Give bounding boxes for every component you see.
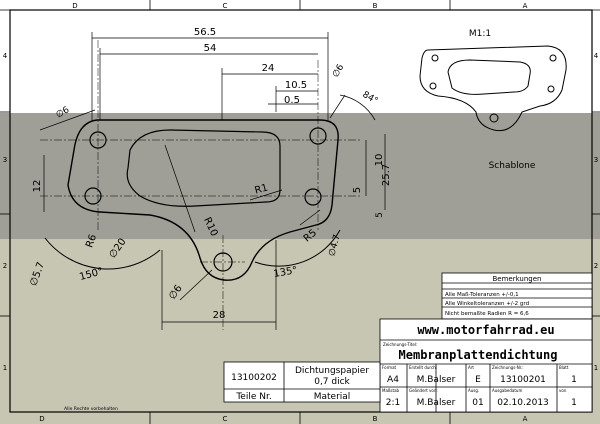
tb-label-of: von bbox=[559, 388, 567, 393]
preview-hole-2 bbox=[549, 54, 557, 62]
arc-135deg bbox=[254, 229, 341, 267]
gasket-outline bbox=[67, 119, 339, 281]
title-block-frame bbox=[379, 318, 593, 413]
tb-label-drawing-no: Zeichnungs-Nr.: bbox=[492, 365, 524, 370]
website-url[interactable]: www.motorfahrrad.eu bbox=[417, 323, 554, 337]
zone-left-4: 4 bbox=[3, 52, 8, 60]
tb-value-type: E bbox=[475, 375, 481, 385]
tb-value-scale: 2:1 bbox=[386, 398, 400, 408]
tb-label-format: Format bbox=[382, 365, 397, 370]
preview-outline bbox=[419, 45, 567, 132]
template-label: Schablone bbox=[489, 161, 536, 171]
tb-label-created-by: Erstellt durch: bbox=[409, 365, 437, 370]
zone-left-3: 3 bbox=[3, 156, 7, 164]
tb-value-issue-date: 02.10.2013 bbox=[497, 398, 549, 408]
tb-label-scale: Maßstab bbox=[382, 388, 400, 393]
drawing-title: Membranplattendichtung bbox=[399, 348, 558, 362]
zone-top-C: C bbox=[223, 2, 228, 10]
drawing-title-label: Zeichnungs-Titel: bbox=[383, 342, 417, 347]
zone-bottom-C: C bbox=[223, 415, 228, 423]
tb-label-issue-date: Ausgabedatum bbox=[492, 388, 522, 393]
zone-top-B: B bbox=[373, 2, 378, 10]
dim-R6-left: R6 bbox=[84, 233, 99, 249]
overlay-upper-band bbox=[0, 113, 600, 239]
zone-right-2: 2 bbox=[594, 262, 598, 270]
tb-label-sheet: Blatt bbox=[559, 365, 569, 370]
tb-value-of: 1 bbox=[571, 398, 577, 408]
dim-0-5: 0.5 bbox=[284, 95, 300, 106]
remarks-line-1: Alle Maß-Toleranzen +/-0,1 bbox=[445, 292, 519, 298]
tb-value-issue: 01 bbox=[472, 398, 483, 408]
tb-value-created-by: M.Balser bbox=[417, 375, 456, 385]
arc-150deg bbox=[44, 237, 161, 270]
tb-label-issue: Ausg. bbox=[468, 388, 479, 393]
zone-bottom-D: D bbox=[39, 415, 44, 423]
arc-84deg bbox=[339, 94, 376, 121]
zone-top-A: A bbox=[523, 2, 528, 10]
dim-54: 54 bbox=[204, 43, 217, 54]
tb-value-format: A4 bbox=[387, 375, 399, 385]
dim-5-right: 5 bbox=[375, 212, 385, 218]
zone-bottom-A: A bbox=[523, 415, 528, 423]
dim-R1: R1 bbox=[254, 183, 270, 197]
dim-25-7: 25.7 bbox=[381, 164, 392, 186]
dim-12: 12 bbox=[32, 180, 43, 193]
hole-bottom-right bbox=[304, 188, 322, 206]
zone-left-2: 2 bbox=[3, 262, 7, 270]
tb-value-drawing-no: 13100201 bbox=[500, 375, 546, 385]
center-lines bbox=[40, 40, 360, 330]
scale-label: M1:1 bbox=[469, 29, 491, 39]
inner-window bbox=[126, 129, 281, 207]
dim-10-5: 10.5 bbox=[285, 80, 307, 91]
remarks-title: Bemerkungen bbox=[492, 275, 541, 283]
copyright-note: Alle Rechte vorbehalten bbox=[64, 406, 118, 412]
preview-hole-3 bbox=[429, 82, 437, 90]
dimension-lines bbox=[39, 32, 386, 330]
remarks-line-2: Alle Winkeltoleranzen +/-2 grd bbox=[445, 301, 529, 307]
zone-top-D: D bbox=[72, 2, 77, 10]
tb-label-changed-by: Geändert von: bbox=[409, 388, 438, 393]
dim-24: 24 bbox=[262, 63, 275, 74]
dim-56-5: 56.5 bbox=[194, 27, 216, 38]
remarks-line-3: Nicht bemaßte Radien R = 6,6 bbox=[445, 311, 529, 317]
tb-label-type: Art bbox=[468, 365, 474, 370]
dim-10: 10 bbox=[374, 154, 385, 167]
material-line-2: 0,7 dick bbox=[314, 377, 350, 387]
preview-hole-5 bbox=[489, 113, 499, 123]
zone-bottom-B: B bbox=[373, 415, 378, 423]
part-number: 13100202 bbox=[231, 373, 277, 383]
dim-28: 28 bbox=[213, 310, 226, 321]
part-number-header: Teile Nr. bbox=[235, 392, 271, 402]
zone-right-4: 4 bbox=[594, 52, 599, 60]
zone-left-1: 1 bbox=[3, 364, 7, 372]
tb-value-changed-by: M.Balser bbox=[417, 398, 456, 408]
zone-right-3: 3 bbox=[594, 156, 598, 164]
tb-value-sheet: 1 bbox=[571, 375, 577, 385]
zone-right-1: 1 bbox=[594, 364, 598, 372]
preview-hole-1 bbox=[431, 54, 439, 62]
dim-5: 5 bbox=[352, 187, 363, 193]
preview-hole-4 bbox=[547, 85, 555, 93]
material-line-1: Dichtungspapier bbox=[295, 366, 369, 376]
dim-135deg: 135° bbox=[273, 265, 299, 280]
parts-list-frame bbox=[223, 361, 381, 403]
material-header: Material bbox=[314, 392, 351, 402]
